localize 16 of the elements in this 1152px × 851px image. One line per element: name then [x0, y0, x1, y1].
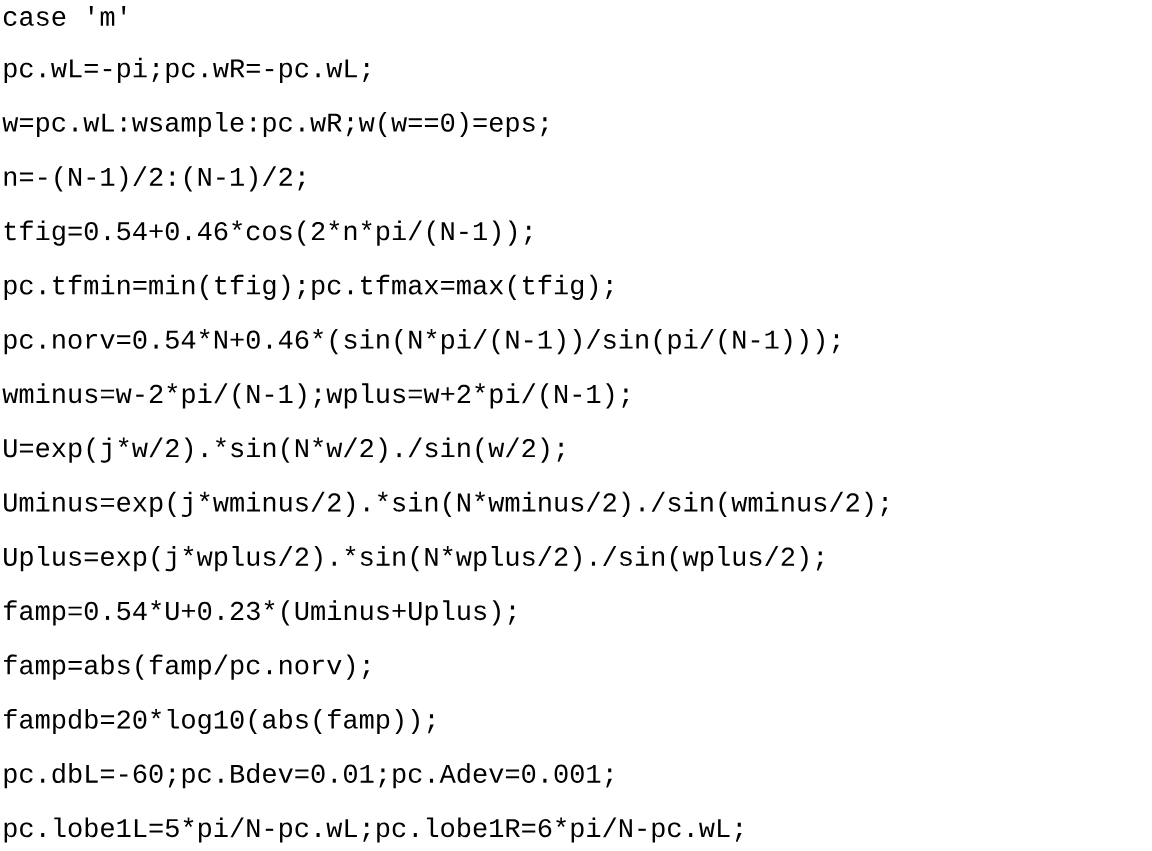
code-line: pc.dbL=-60;pc.Bdev=0.01;pc.Adev=0.001; — [4, 763, 612, 789]
code-line: famp=abs(famp/pc.norv); — [4, 654, 369, 680]
code-line: pc.tfmin=min(tfig);pc.tfmax=max(tfig); — [4, 274, 612, 300]
code-line: fampdb=20*log10(abs(famp)); — [4, 708, 434, 735]
code-line: tfig=0.54+0.46*cos(2*n*pi/(N-1)); — [4, 220, 531, 246]
code-line: Uplus=exp(j*wplus/2).*sin(N*wplus/2)./sin(wplus/2); — [4, 546, 823, 572]
code-line: pc.wL=-pi;pc.wR=-pc.wL; — [4, 57, 369, 83]
code-line: famp=0.54*U+0.23*(Uminus+Uplus); — [4, 600, 515, 626]
code-line: wminus=w-2*pi/(N-1);wplus=w+2*pi/(N-1); — [2, 383, 629, 409]
code-line: pc.lobe1L=5*pi/N-pc.wL;pc.lobe1R=6*pi/N-pc.wL; — [4, 817, 742, 843]
code-line: n=-(N-1)/2:(N-1)/2; — [4, 166, 305, 192]
code-line: U=exp(j*w/2).*sin(N*w/2)./sin(w/2); — [4, 437, 564, 463]
code-line: w=pc.wL:wsample:pc.wR;w(w==0)=eps; — [2, 111, 548, 138]
code-line: Uminus=exp(j*wminus/2).*sin(N*wminus/2)./sin(wminus/2); — [4, 491, 888, 517]
code-line: case 'm' — [3, 6, 126, 26]
code-line: pc.norv=0.54*N+0.46*(sin(N*pi/(N-1))/sin(pi/(N-1))); — [4, 329, 839, 355]
